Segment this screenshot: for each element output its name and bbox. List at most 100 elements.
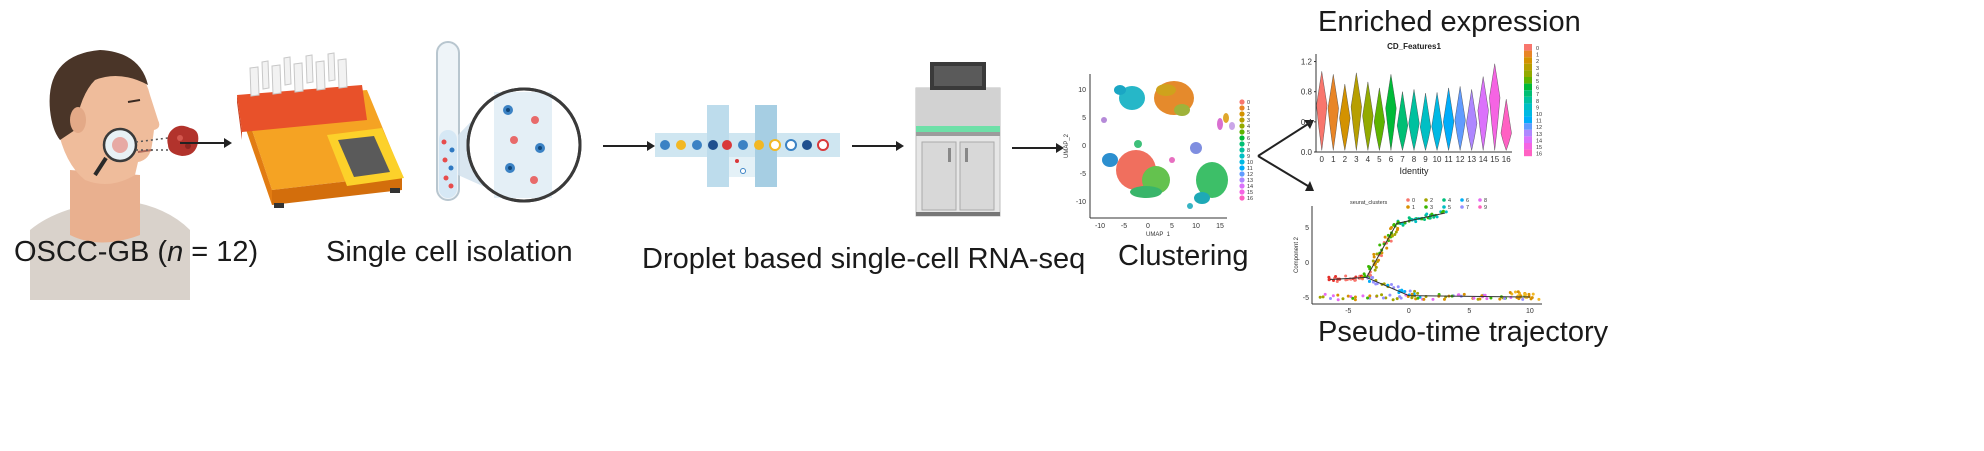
violin-legend-label: 0: [1536, 46, 1539, 52]
umap-ytick: -5: [1080, 171, 1086, 178]
violin-legend-label: 5: [1536, 79, 1539, 85]
microfluidic-chip-icon: [655, 105, 840, 187]
traj-point: [1431, 297, 1435, 301]
traj-point: [1416, 291, 1420, 295]
traj-point: [1327, 275, 1331, 279]
umap-legend-swatch: [1239, 123, 1245, 129]
traj-point: [1370, 276, 1374, 280]
traj-point: [1318, 295, 1322, 299]
traj-point: [1410, 296, 1414, 300]
violin-legend-swatch: [1524, 149, 1532, 157]
traj-point: [1378, 243, 1382, 247]
traj-point: [1503, 297, 1507, 301]
violin-xtick: 16: [1502, 155, 1511, 164]
traj-legend-label: 3: [1430, 205, 1433, 211]
traj-point: [1403, 289, 1407, 293]
clustering-label: Clustering: [1118, 240, 1249, 272]
violin-16: [1500, 99, 1512, 152]
umap-legend-swatch: [1239, 129, 1245, 135]
umap-legend-swatch: [1239, 141, 1245, 147]
traj-point: [1368, 265, 1372, 269]
umap-legend-label: 16: [1247, 196, 1253, 202]
traj-point: [1498, 297, 1502, 301]
traj-point: [1425, 212, 1429, 216]
umap-legend-label: 7: [1247, 142, 1250, 148]
oscc-label-text: OSCC-GB (: [14, 236, 168, 268]
violin-15: [1489, 63, 1501, 151]
traj-point: [1530, 296, 1534, 300]
oscc-label: OSCC-GB (n = 12): [14, 236, 258, 269]
umap-legend-swatch: [1239, 177, 1245, 183]
violin-0: [1316, 71, 1328, 151]
violin-legend-label: 15: [1536, 145, 1542, 151]
traj-point: [1527, 292, 1531, 296]
traj-xtick: 5: [1467, 308, 1471, 315]
violin-legend-swatch: [1524, 77, 1532, 84]
traj-point: [1485, 297, 1489, 301]
traj-legend-label: 7: [1466, 205, 1469, 211]
traj-point: [1456, 293, 1460, 297]
violin-xtick: 0: [1320, 155, 1325, 164]
traj-point: [1373, 268, 1377, 272]
umap-legend-label: 11: [1247, 166, 1253, 172]
traj-point: [1331, 294, 1335, 298]
traj-legend-swatch: [1460, 198, 1464, 202]
umap-legend-label: 15: [1247, 190, 1253, 196]
violin-xtick: 5: [1377, 155, 1382, 164]
violin-xtick: 6: [1389, 155, 1394, 164]
traj-legend-swatch: [1442, 198, 1446, 202]
traj-point: [1335, 280, 1339, 284]
traj-point: [1442, 297, 1446, 301]
traj-point: [1388, 293, 1392, 297]
traj-point: [1368, 294, 1372, 298]
umap-legend-swatch: [1239, 117, 1245, 123]
violin-11: [1443, 87, 1455, 151]
violin-legend-label: 6: [1536, 86, 1539, 92]
violin-xtick: 13: [1467, 155, 1476, 164]
isolation-stage: [232, 40, 612, 220]
traj-legend-swatch: [1442, 205, 1446, 209]
umap-xtick: 0: [1146, 223, 1150, 230]
traj-point: [1371, 280, 1375, 284]
isolation-label: Single cell isolation: [326, 236, 573, 268]
violin-legend-label: 14: [1536, 138, 1542, 144]
traj-point: [1344, 274, 1348, 278]
arrow-1: [180, 138, 232, 148]
traj-point: [1422, 297, 1426, 301]
violin-legend-label: 8: [1536, 99, 1539, 105]
traj-legend-swatch: [1424, 205, 1428, 209]
traj-legend-swatch: [1406, 198, 1410, 202]
traj-point: [1521, 297, 1525, 301]
violin-legend-label: 13: [1536, 132, 1542, 138]
umap-legend-swatch: [1239, 111, 1245, 117]
violin-4: [1362, 81, 1374, 151]
violin-legend-label: 12: [1536, 125, 1542, 131]
traj-point: [1423, 217, 1427, 221]
violin-legend-swatch: [1524, 44, 1532, 51]
traj-point: [1413, 289, 1417, 293]
violin-legend-label: 11: [1536, 119, 1542, 125]
umap-legend-swatch: [1239, 105, 1245, 111]
traj-ytick: -5: [1303, 295, 1309, 302]
violin-xtick: 2: [1343, 155, 1348, 164]
violin-14: [1477, 76, 1489, 151]
umap-legend-swatch: [1239, 165, 1245, 171]
traj-point: [1351, 296, 1355, 300]
oscc-count: = 12): [183, 236, 259, 268]
umap-legend-label: 6: [1247, 136, 1250, 142]
violin-legend-label: 2: [1536, 59, 1539, 65]
violin-xtick: 8: [1412, 155, 1417, 164]
traj-point: [1478, 297, 1482, 301]
traj-branch-lower: [1366, 276, 1530, 298]
traj-legend-label: 9: [1484, 205, 1487, 211]
traj-point: [1341, 297, 1345, 301]
patient-biopsy-icon: [30, 50, 199, 300]
traj-point: [1353, 298, 1357, 302]
violin-legend-label: 3: [1536, 66, 1539, 72]
traj-point: [1327, 278, 1331, 282]
traj-legend-swatch: [1478, 205, 1482, 209]
traj-point: [1361, 294, 1365, 298]
violin-xtick: 1: [1331, 155, 1336, 164]
traj-point: [1353, 295, 1357, 299]
